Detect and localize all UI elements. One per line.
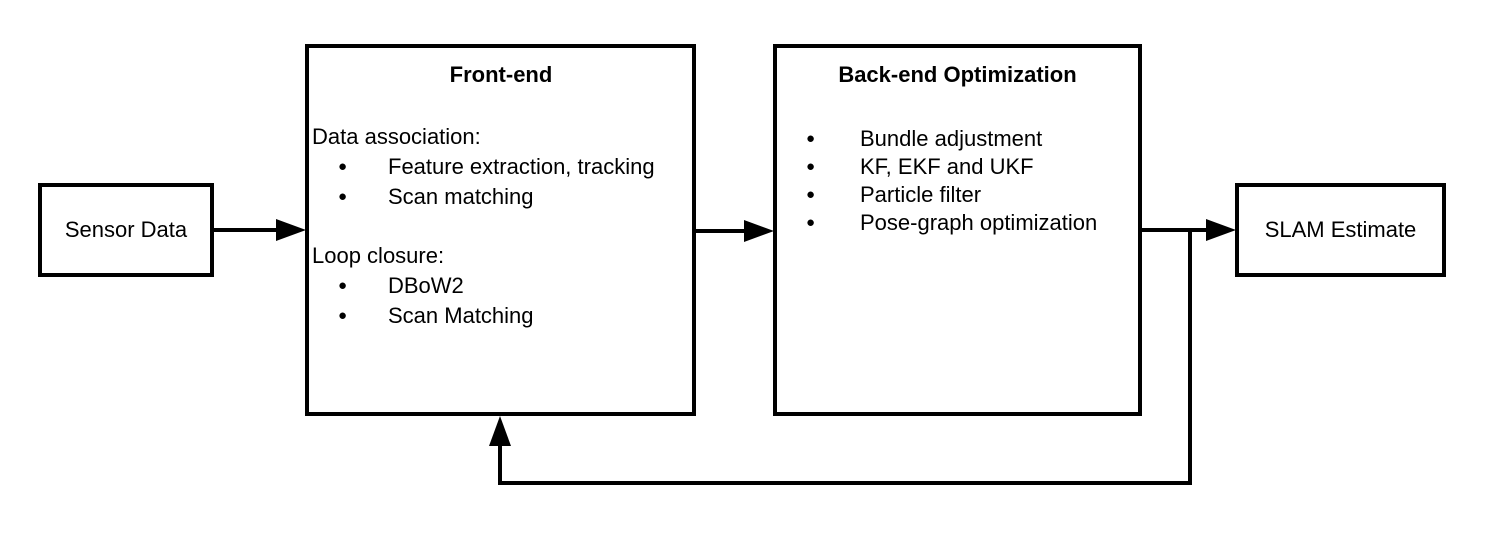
list-item: KF, EKF and UKF — [777, 153, 1138, 181]
front-end-section-loop-closure: Loop closure: DBoW2 Scan Matching — [312, 243, 690, 332]
data-association-heading: Data association: — [312, 124, 481, 149]
list-item: DBoW2 — [312, 271, 690, 301]
list-item: Particle filter — [777, 181, 1138, 209]
loop-closure-list: DBoW2 Scan Matching — [312, 271, 690, 331]
sensor-data-label: Sensor Data — [64, 217, 188, 242]
list-item: Scan matching — [312, 182, 690, 212]
node-back-end-optimization: Back-end Optimization Bundle adjustment … — [773, 44, 1142, 416]
list-item: Scan Matching — [312, 301, 690, 331]
slam-estimate-label: SLAM Estimate — [1264, 217, 1417, 242]
front-end-title: Front-end — [449, 62, 553, 87]
list-item: Bundle adjustment — [777, 125, 1138, 153]
node-sensor-data: Sensor Data — [38, 183, 214, 277]
node-front-end: Front-end Data association: Feature extr… — [305, 44, 696, 416]
front-end-section-data-association: Data association: Feature extraction, tr… — [312, 124, 690, 213]
arrow-frontend-to-backend — [695, 220, 774, 242]
list-item: Pose-graph optimization — [777, 209, 1138, 237]
list-item: Feature extraction, tracking — [312, 152, 690, 182]
back-end-list: Bundle adjustment KF, EKF and UKF Partic… — [777, 125, 1138, 237]
back-end-title: Back-end Optimization — [838, 62, 1077, 87]
data-association-list: Feature extraction, tracking Scan matchi… — [312, 152, 690, 212]
arrow-feedback-to-frontend — [489, 230, 1192, 485]
loop-closure-heading: Loop closure: — [312, 243, 445, 268]
arrow-backend-to-slam — [1141, 219, 1236, 241]
node-slam-estimate: SLAM Estimate — [1235, 183, 1446, 277]
arrow-sensor-to-frontend — [213, 219, 306, 241]
